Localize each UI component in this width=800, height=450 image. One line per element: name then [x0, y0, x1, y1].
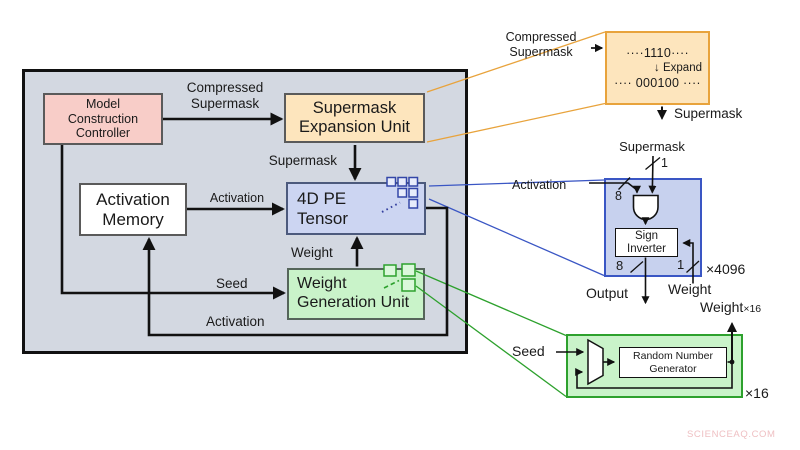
- label-weight-x16: Weight×16: [700, 299, 762, 315]
- watermark: SCIENCEAQ.COM: [687, 429, 776, 440]
- seu-line1: Supermask: [312, 98, 397, 117]
- label-x16: ×16: [745, 385, 769, 401]
- label-compressed-supermask: Compressed Supermask: [186, 80, 264, 111]
- expanded-bits: ···· 000100 ····: [614, 76, 701, 91]
- label-x4096: ×4096: [706, 261, 746, 277]
- mcc-line3: Controller: [75, 126, 131, 141]
- label-supermask-pe: Supermask: [619, 139, 685, 154]
- label-seed-detail: Seed: [512, 343, 545, 359]
- label-activation-feedback: Activation: [206, 314, 265, 329]
- random-number-generator-box: Random Number Generator: [619, 347, 727, 378]
- label-output: Output: [586, 285, 629, 301]
- label-supermask-expanded-out: Supermask: [674, 106, 743, 121]
- supermask-expand-detail-box: ····1110···· ↓ Expand ···· 000100 ····: [605, 31, 710, 105]
- supermask-expansion-unit-box: Supermask Expansion Unit: [284, 93, 425, 143]
- label-activation: Activation: [209, 191, 265, 205]
- compressed-bits: ····1110····: [626, 45, 689, 60]
- sign-inverter-box: Sign Inverter: [615, 228, 678, 257]
- seu-line2: Expansion Unit: [299, 118, 410, 136]
- expand-arrow-label: ↓ Expand: [654, 61, 702, 74]
- label-activation-pe: Activation: [512, 178, 567, 192]
- label-supermask: Supermask: [268, 153, 337, 168]
- label-weight: Weight: [291, 245, 333, 260]
- label-compressed-supermask-detail: Compressed Supermask: [505, 30, 577, 59]
- pe-line1: 4D PE: [297, 188, 347, 208]
- model-construction-controller-box: Model Construction Controller: [43, 93, 163, 145]
- mcc-line2: Construction: [67, 111, 139, 126]
- label-bitwidth-8-activation: 8: [615, 189, 622, 203]
- label-bitwidth-8-output: 8: [616, 258, 624, 273]
- label-bitwidth-1-supermask: 1: [661, 156, 668, 170]
- label-weight-pe: Weight: [668, 281, 712, 297]
- label-bitwidth-1-weight: 1: [677, 257, 685, 272]
- mcc-line1: Model: [85, 97, 121, 112]
- label-seed: Seed: [216, 276, 248, 291]
